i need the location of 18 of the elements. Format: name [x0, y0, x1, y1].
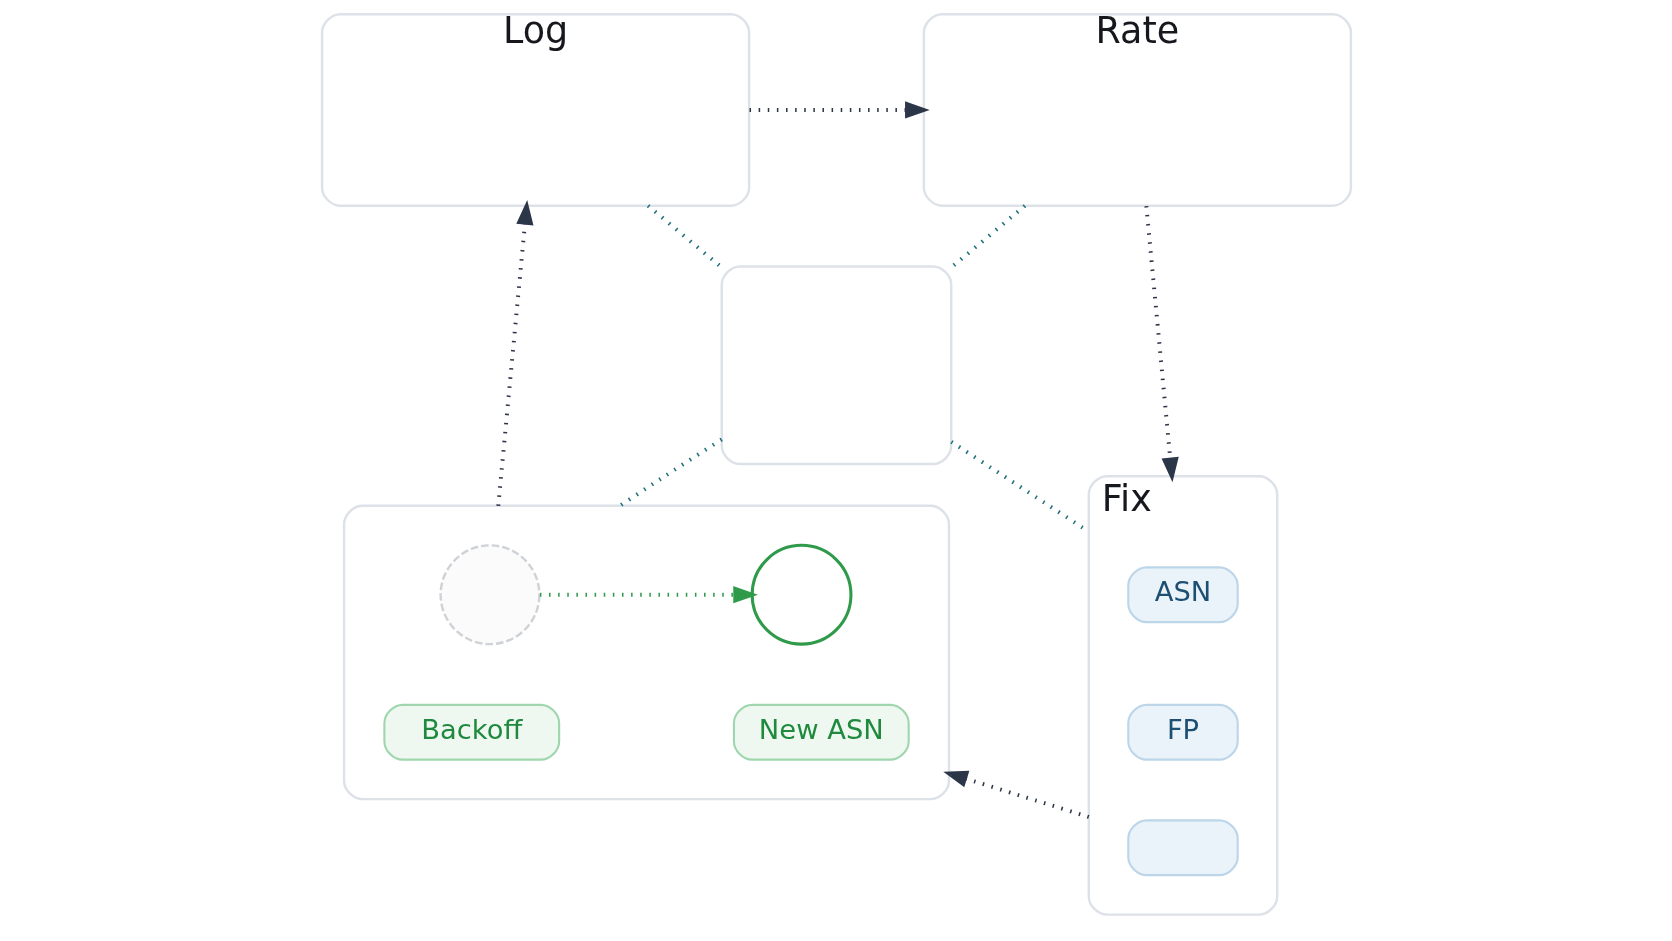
- node-box: Log: [320, 13, 750, 207]
- arrow: [942, 770, 1089, 819]
- arrow: [539, 586, 758, 604]
- node-box: Rate: [922, 13, 1352, 207]
- node-circle: [750, 543, 852, 646]
- node-box: [720, 265, 952, 466]
- cluster: [342, 504, 950, 801]
- node-box: Backoff: [382, 703, 560, 761]
- connector: [646, 204, 723, 269]
- node-box: New ASN: [732, 703, 910, 761]
- arrow: [495, 200, 533, 507]
- connector: [618, 437, 723, 508]
- node-box: ASN: [1126, 566, 1239, 624]
- node-box: FP: [1126, 703, 1239, 761]
- arrow: [749, 101, 930, 119]
- node-circle: [438, 544, 541, 646]
- node-box: [1126, 819, 1239, 877]
- arrow: [1143, 205, 1179, 483]
